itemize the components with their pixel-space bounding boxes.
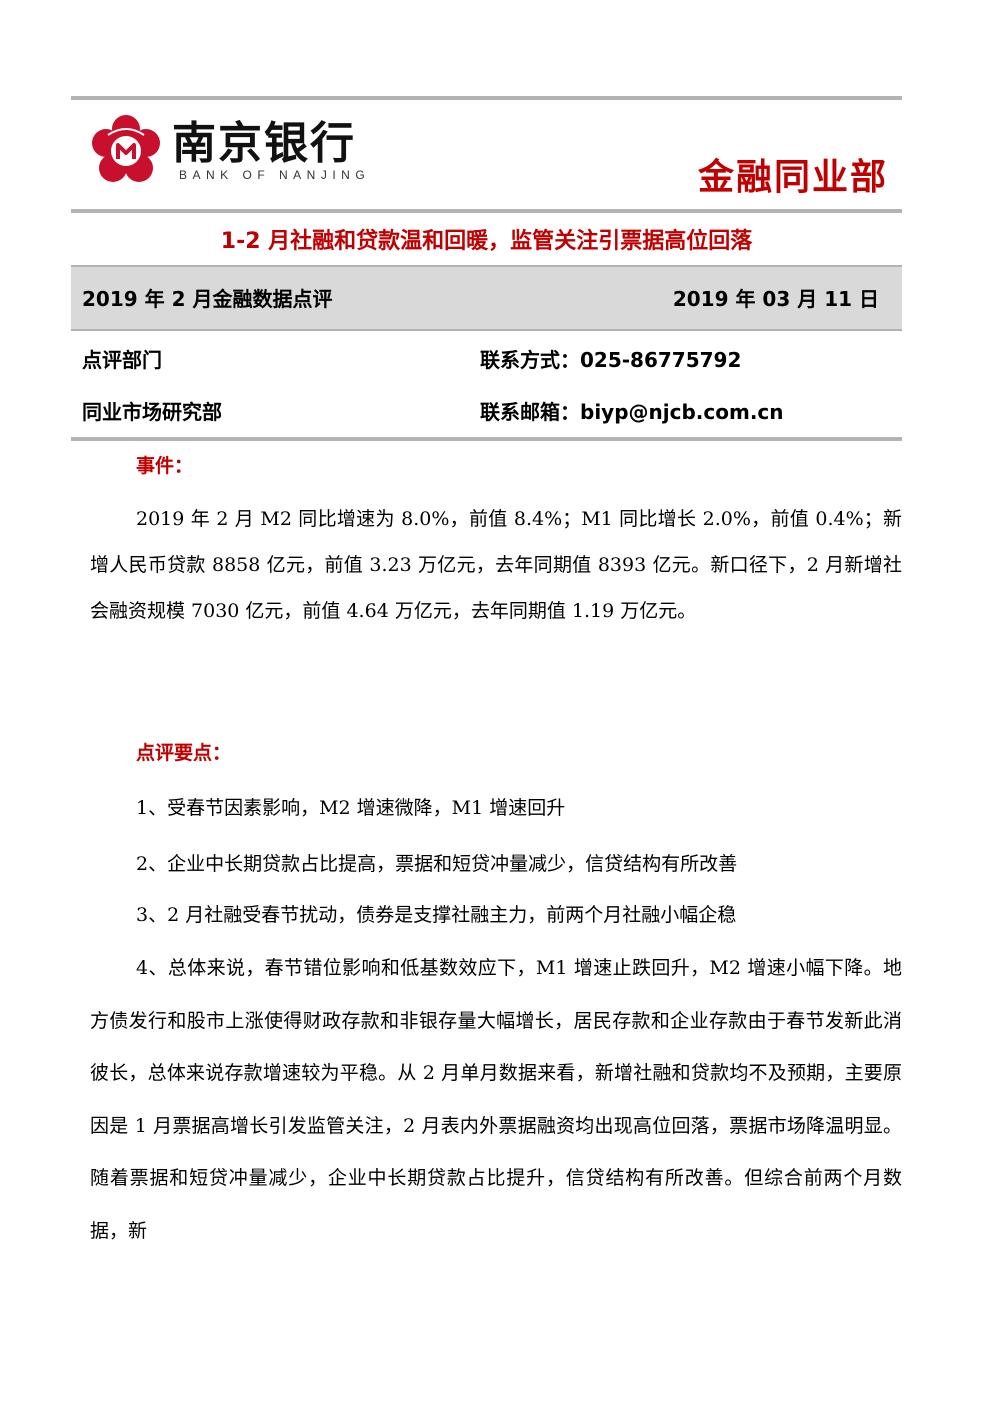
- report-headline: 1-2 月社融和贷款温和回暖，监管关注引票据高位回落: [220, 229, 753, 254]
- event-heading: 事件：: [136, 455, 194, 477]
- department-title: 金融同业部: [697, 156, 888, 198]
- contact-email: 联系邮箱：biyp@njcb.com.cn: [480, 400, 784, 424]
- report-info-band: [71, 267, 902, 331]
- report-title: 2019 年 2 月金融数据点评: [82, 287, 333, 311]
- event-paragraph: 2019 年 2 月 M2 同比增速为 8.0%，前值 8.4%；M1 同比增长…: [90, 508, 902, 622]
- header-top-rule: [71, 96, 902, 100]
- band-top-rule: [71, 265, 902, 267]
- point-item-1: 1、受春节因素影响，M2 增速微降，M1 增速回升: [136, 797, 566, 819]
- brand-name-cn: 南京银行: [172, 118, 356, 169]
- points-heading: 点评要点：: [136, 742, 232, 764]
- point-item-3: 3、2 月社融受春节扰动，债券是支撑社融主力，前两个月社融小幅企稳: [136, 904, 737, 926]
- review-dept-value: 同业市场研究部: [82, 400, 222, 424]
- point-item-2: 2、企业中长期贷款占比提高，票据和短贷冲量减少，信贷结构有所改善: [136, 853, 738, 875]
- band-bottom-rule: [71, 329, 902, 331]
- review-dept-label: 点评部门: [82, 348, 162, 372]
- header-bottom-rule: [71, 209, 902, 213]
- contact-phone: 联系方式：025-86775792: [480, 348, 742, 372]
- brand-name-en: BANK OF NANJING: [179, 168, 371, 182]
- info-bottom-rule: [71, 437, 902, 441]
- bank-of-nanjing-flower-logo: [92, 115, 160, 182]
- report-date: 2019 年 03 月 11 日: [672, 287, 879, 311]
- point-summary-paragraph: 4、总体来说，春节错位影响和低基数效应下，M1 增速止跌回升，M2 增速小幅下降…: [90, 957, 902, 1242]
